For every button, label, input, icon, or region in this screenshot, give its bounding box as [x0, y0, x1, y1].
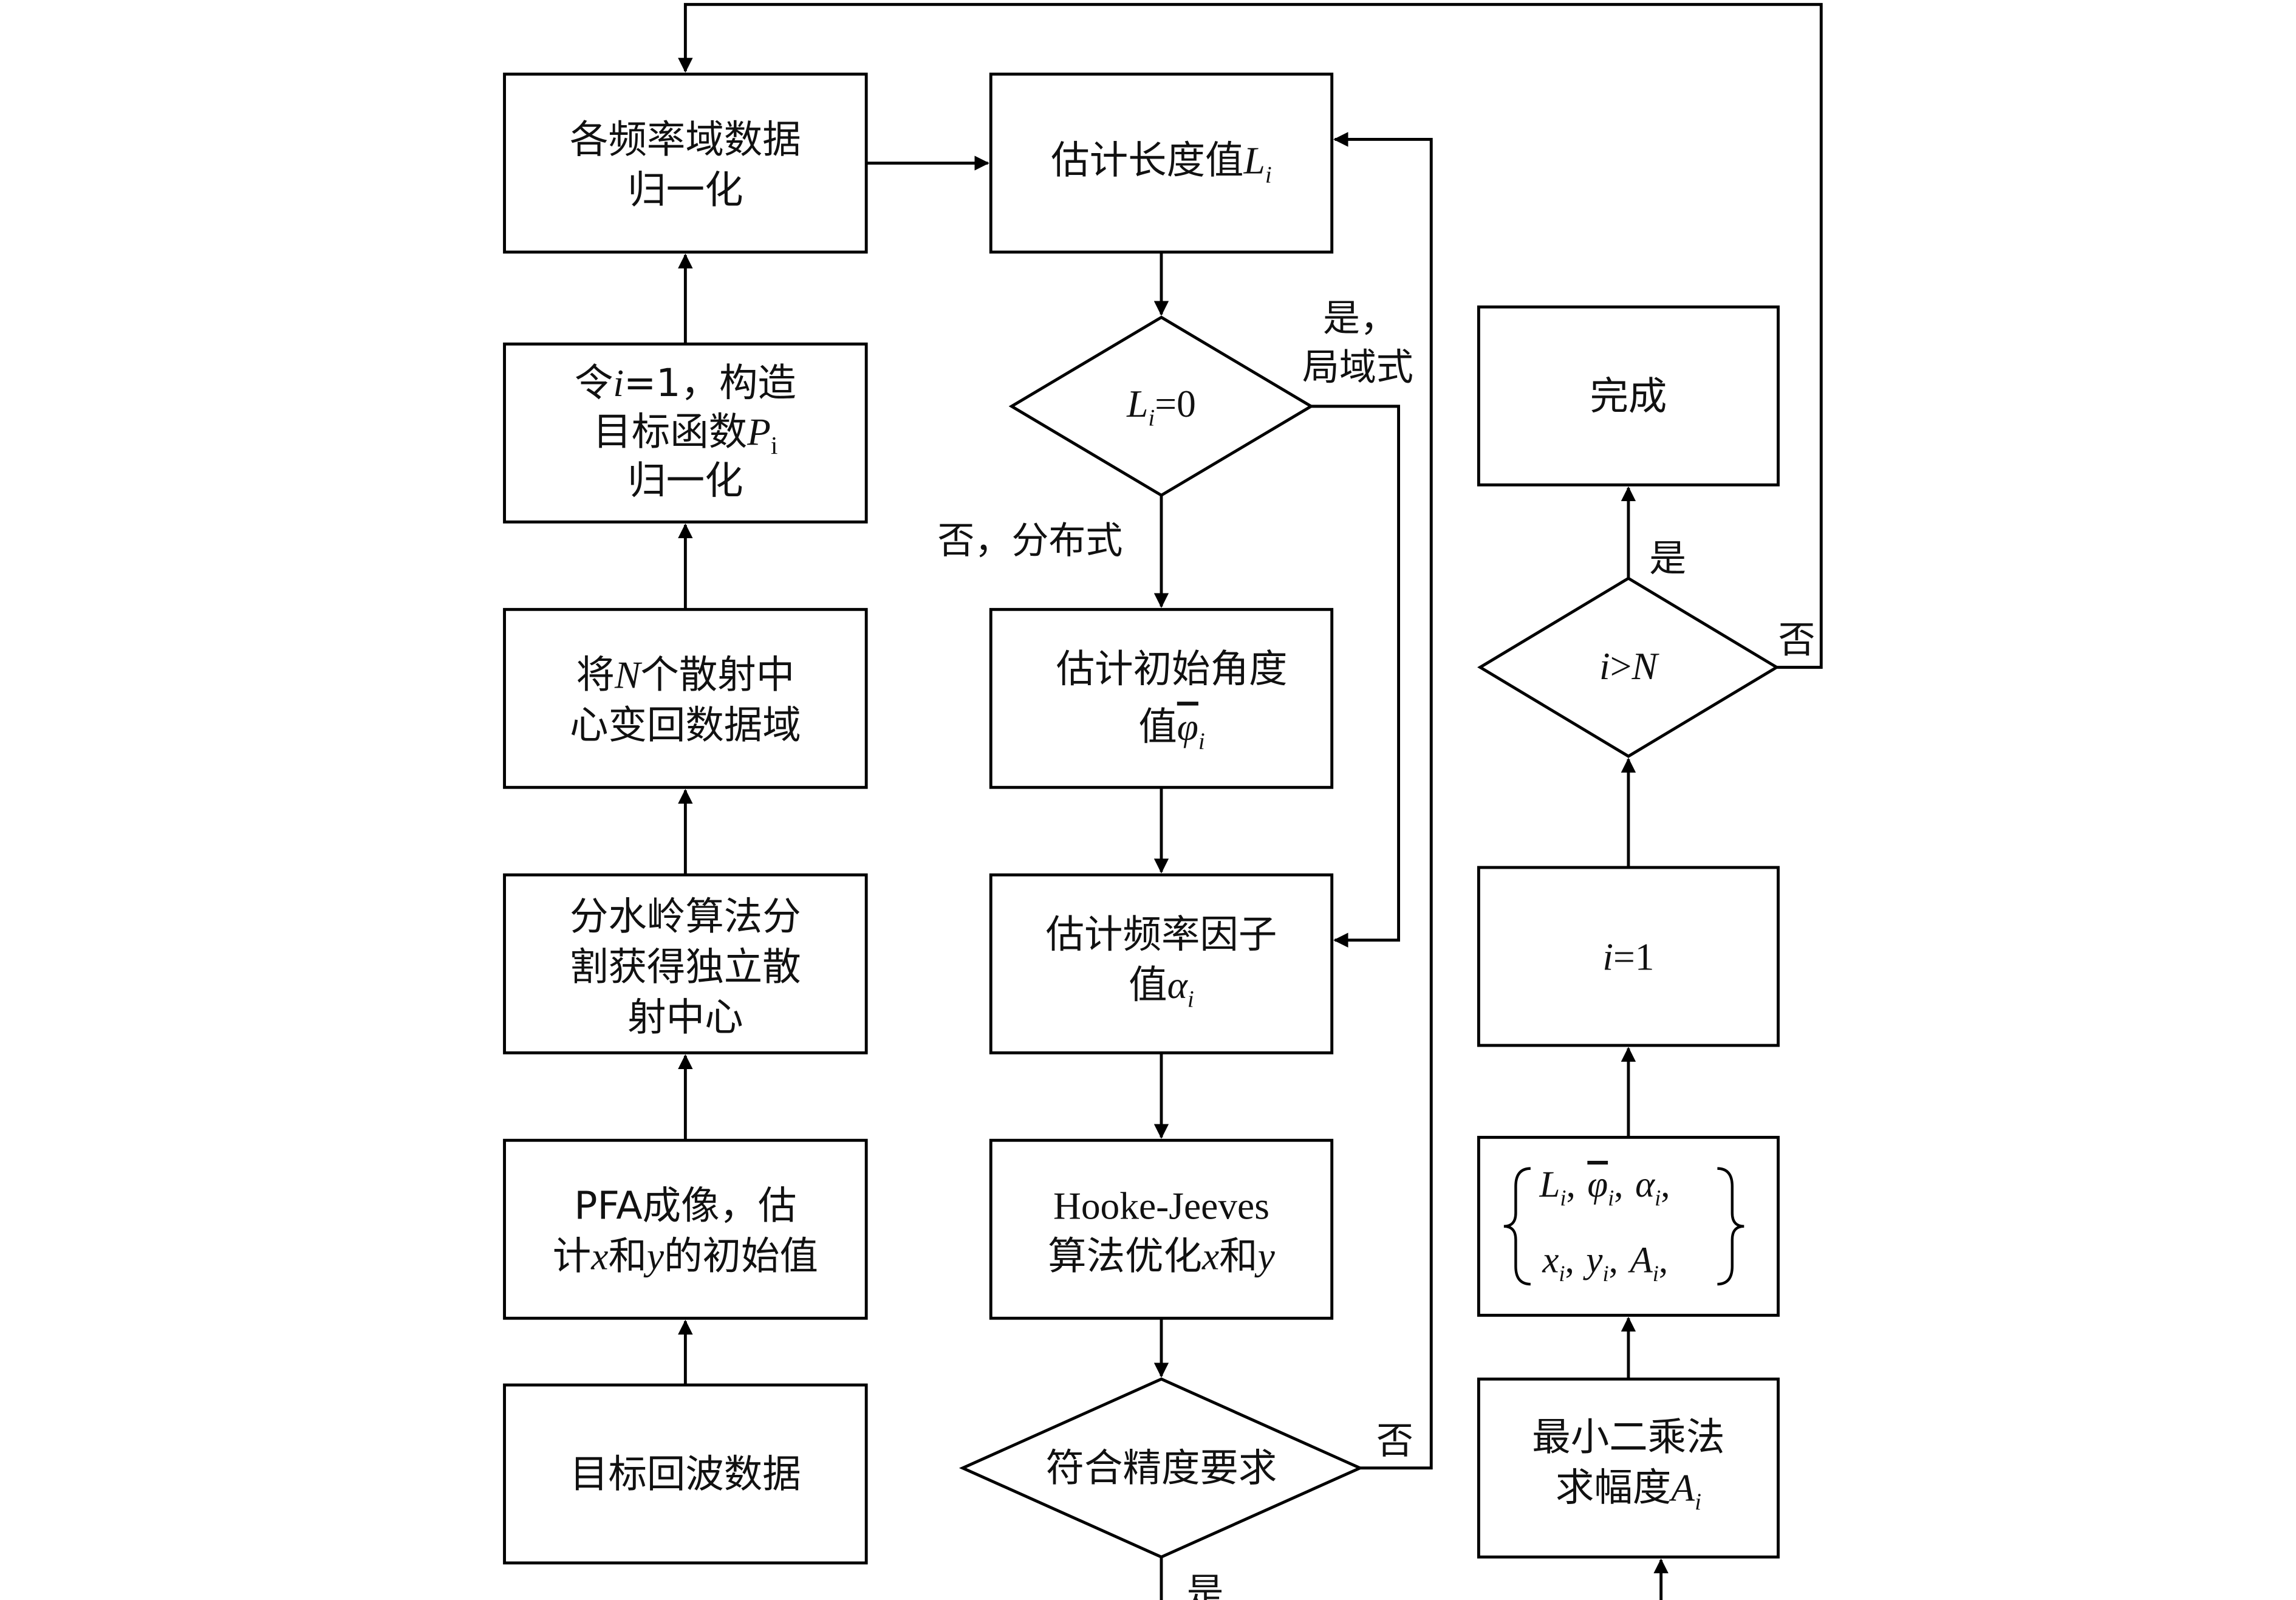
freq-line2: 值αi [1129, 962, 1194, 1013]
done-text: 完成 [1590, 374, 1667, 419]
box-normalize [503, 72, 868, 254]
watershed-line2: 割获得独立散 [570, 945, 801, 990]
box-angle [989, 607, 1334, 789]
normalize-line1: 各频率域数据 [570, 117, 801, 162]
arrow-li0-freq [1311, 405, 1400, 948]
freq-line1: 估计频率因子 [1046, 912, 1277, 957]
box-done [1477, 305, 1780, 487]
angle-line2: 值φi [1138, 704, 1204, 754]
objective-line2: 目标函数Pi [593, 409, 777, 459]
precision-text: 符合精度要求 [1046, 1446, 1277, 1491]
arrow-precision-length [1333, 132, 1433, 1470]
label-igtN-no: 否 [1778, 618, 1815, 662]
objective-line3: 归一化 [627, 458, 743, 503]
decision-igtN [1477, 576, 1780, 758]
watershed-line1: 分水岭算法分 [570, 894, 801, 939]
iset-text: i=1 [1602, 935, 1654, 979]
label-precision-yes: 是 [1186, 1570, 1223, 1600]
igtN-text: i>N [1599, 644, 1659, 688]
params-line1: Li,φi,αi, [1539, 1164, 1670, 1211]
params-line2: xi,yi,Ai, [1542, 1240, 1668, 1287]
box-hooke [989, 1138, 1334, 1320]
hooke-line2: 算法优化x和y [1048, 1234, 1275, 1279]
lsq-line2: 求幅度Ai [1556, 1465, 1701, 1515]
box-pfa [503, 1138, 868, 1320]
normalize-line2: 归一化 [627, 167, 743, 212]
pfa-line2: 计x和y的初始值 [553, 1234, 818, 1279]
arrow-igtN-normalize [678, 2, 1823, 669]
label-no-distributed: 否，分布式 [937, 519, 1122, 562]
box-echo [503, 1383, 868, 1565]
li0-text: Li=0 [1126, 382, 1196, 431]
lsq-line1: 最小二乘法 [1532, 1414, 1724, 1459]
angle-line1: 估计初始角度 [1056, 646, 1288, 691]
length-text: 估计长度值Li [1051, 138, 1271, 188]
label-igtN-yes: 是 [1649, 537, 1686, 580]
label-yes-local-2: 局域式 [1302, 346, 1413, 389]
transform-line2: 心变回数据域 [570, 703, 801, 748]
watershed-line3: 射中心 [627, 995, 743, 1040]
hooke-line1: Hooke-Jeeves [1053, 1185, 1269, 1228]
transform-line1: 将N个散射中 [576, 652, 795, 697]
arrow-precision-lsq [1160, 1557, 1669, 1600]
pfa-line1: PFA成像，估 [574, 1183, 796, 1228]
box-params [1477, 1135, 1780, 1317]
echo-line1: 目标回波数据 [570, 1451, 801, 1496]
box-transform [503, 607, 868, 789]
objective-line1: 令i=1，构造 [575, 360, 796, 405]
label-precision-no: 否 [1376, 1419, 1413, 1462]
label-yes-local-1: 是， [1323, 296, 1397, 340]
